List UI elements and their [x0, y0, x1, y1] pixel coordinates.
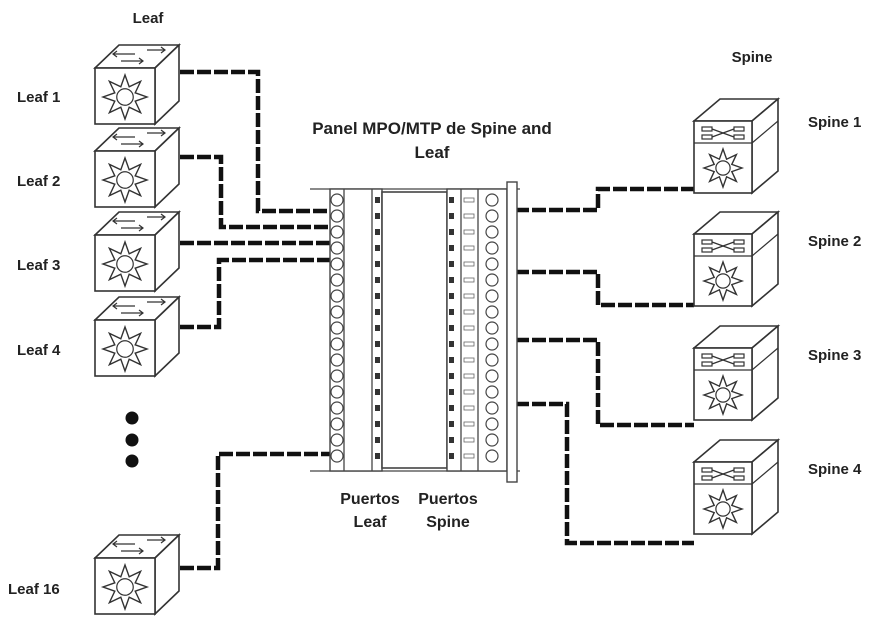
spine-2-cable — [447, 269, 694, 308]
leaf-3-label: Leaf 3 — [17, 257, 60, 274]
spine-switch-icon — [691, 210, 781, 308]
leaf-4-cable — [180, 257, 382, 330]
leaf-header: Leaf — [133, 10, 165, 27]
leaf-switch-icon — [93, 533, 181, 616]
panel-cover — [381, 191, 448, 469]
leaf-16-cable — [180, 451, 382, 571]
spine-1-cable — [447, 186, 694, 213]
leaf-switch-icon — [93, 295, 181, 378]
spine-1-label: Spine 1 — [808, 114, 861, 131]
spine-switch-1: Spine 1 — [691, 97, 861, 195]
leaf-4-label: Leaf 4 — [17, 342, 61, 359]
ports-leaf-line-1: Puertos — [340, 491, 400, 508]
spine-2-label: Spine 2 — [808, 233, 861, 250]
spine-switch-3: Spine 3 — [691, 324, 861, 422]
ports-spine-line-2: Spine — [426, 514, 470, 531]
spine-switch-4: Spine 4 — [691, 438, 862, 536]
leaf-16-label: Leaf 16 — [8, 581, 60, 598]
leaf-1-cable — [180, 69, 382, 214]
leaf-2-label: Leaf 2 — [17, 173, 60, 190]
leaf-switch-16: Leaf 16 — [8, 533, 181, 616]
spine-3-label: Spine 3 — [808, 347, 861, 364]
mpo-mtp-patch-panel — [310, 181, 520, 483]
leaf-switch-4: Leaf 4 — [17, 295, 181, 378]
ports-leaf-line-2: Leaf — [354, 514, 388, 531]
leaf-switch-icon — [93, 43, 181, 126]
leaf-switch-1: Leaf 1 — [17, 43, 181, 126]
mount-bracket — [506, 181, 518, 483]
spine-switch-icon — [691, 97, 781, 195]
leaf-1-label: Leaf 1 — [17, 89, 60, 106]
leaf-switch-3: Leaf 3 — [17, 210, 181, 293]
spine-header: Spine — [732, 49, 773, 66]
leaf-2-cable — [180, 154, 382, 230]
leaf-switch-2: Leaf 2 — [17, 126, 181, 209]
panel-title-line-1: Panel MPO/MTP de Spine and — [312, 119, 552, 138]
panel-title-line-2: Leaf — [415, 143, 450, 162]
spine-4-label: Spine 4 — [808, 461, 862, 478]
vertical-ellipsis-icon — [125, 411, 139, 468]
spine-switch-icon — [691, 438, 781, 536]
spine-switch-2: Spine 2 — [691, 210, 861, 308]
leaf-switch-icon — [93, 126, 181, 209]
spine-3-cable — [447, 337, 694, 428]
leaf-switch-icon — [93, 210, 181, 293]
spine-switch-icon — [691, 324, 781, 422]
ports-spine-line-1: Puertos — [418, 491, 478, 508]
